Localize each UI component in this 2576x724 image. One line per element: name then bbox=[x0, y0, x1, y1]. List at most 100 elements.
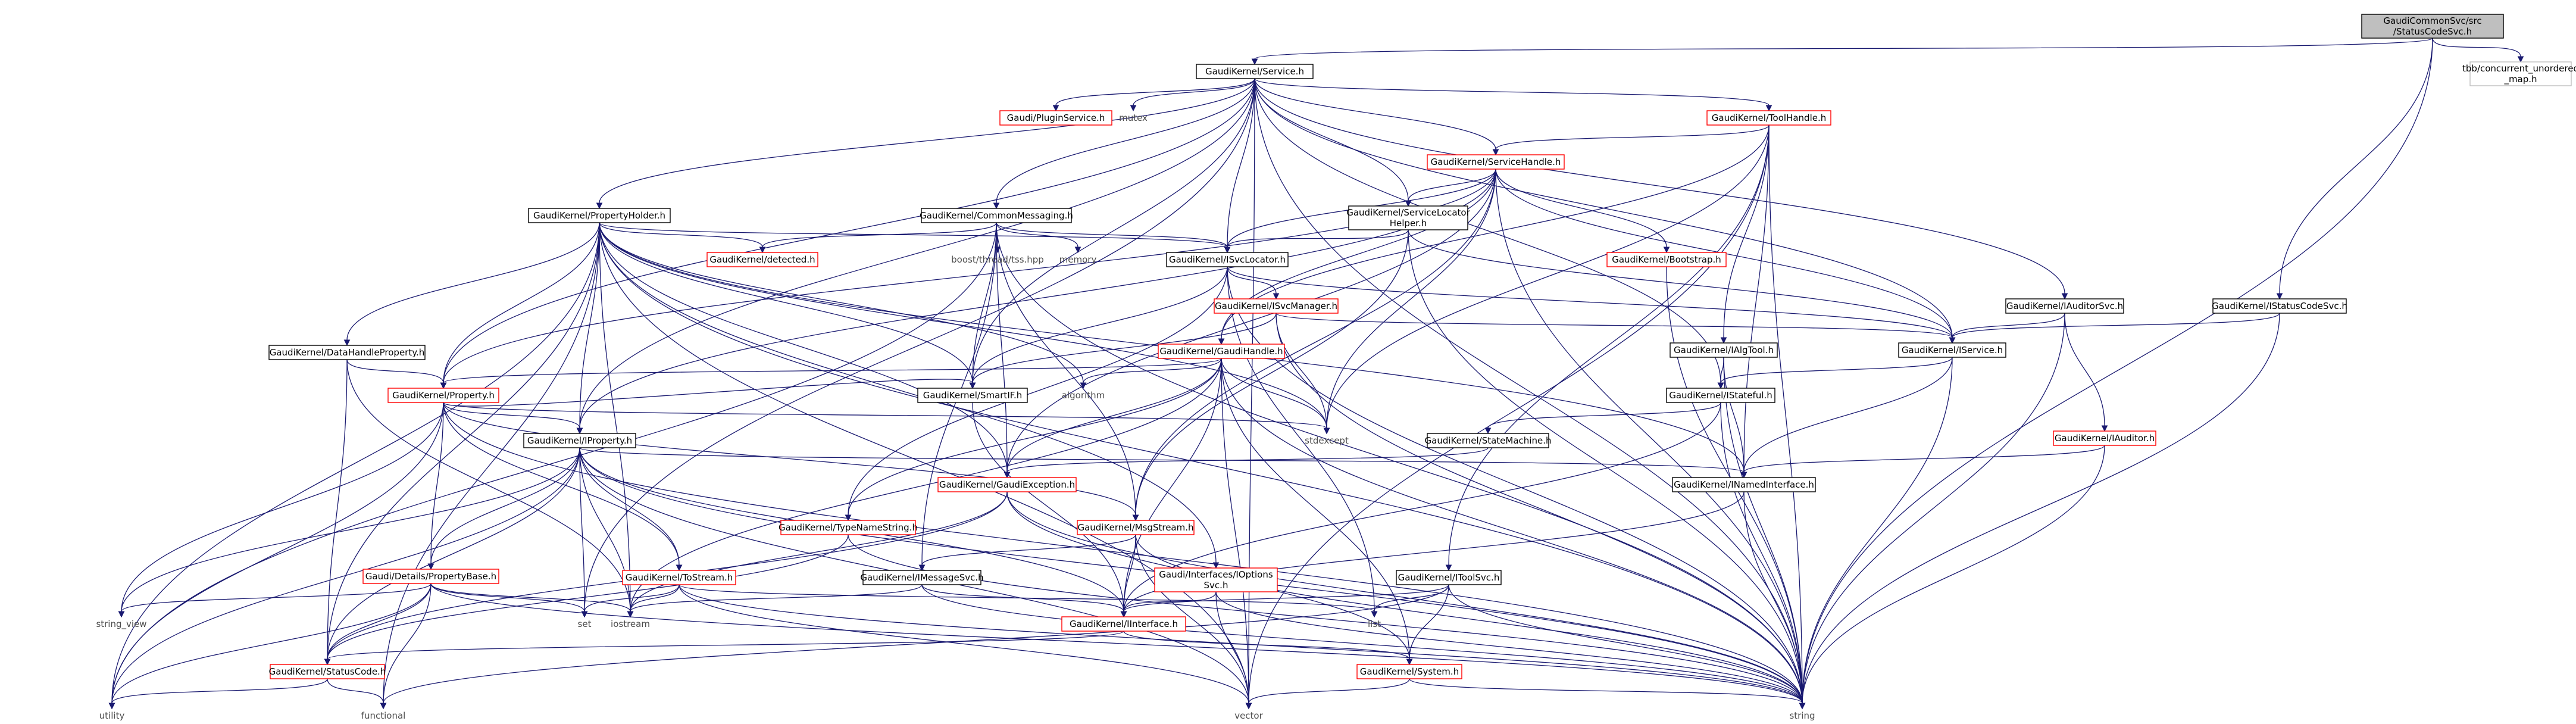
node-smartif[interactable]: GaudiKernel/SmartIF.h bbox=[917, 388, 1028, 403]
node-ialgtool[interactable]: GaudiKernel/IAlgTool.h bbox=[1670, 342, 1778, 358]
node-label-line: Gaudi/Interfaces/IOptions bbox=[1159, 569, 1273, 580]
edge-isvcmanager-to-iservice bbox=[1276, 313, 1956, 344]
edge-propertyholder-to-utility bbox=[108, 222, 600, 710]
node-istatuscodesvc[interactable]: GaudiKernel/IStatusCodeSvc.h bbox=[2212, 298, 2347, 314]
node-memory[interactable]: memory bbox=[1058, 252, 1098, 267]
node-box bbox=[1077, 520, 1195, 535]
node-label-line: boost/thread/tss.hpp bbox=[951, 254, 1044, 265]
node-statuscode[interactable]: GaudiKernel/StatusCode.h bbox=[269, 664, 386, 679]
node-toolhandle[interactable]: GaudiKernel/ToolHandle.h bbox=[1706, 110, 1831, 126]
node-string[interactable]: string bbox=[1783, 709, 1821, 723]
node-label-line: Helper.h bbox=[1390, 218, 1427, 229]
edge-iproperty-to-statuscode bbox=[324, 447, 580, 666]
node-label-line: GaudiKernel/ISvcManager.h bbox=[1215, 301, 1337, 311]
node-label-line: GaudiKernel/GaudiException.h bbox=[939, 479, 1075, 490]
node-box bbox=[937, 477, 1077, 492]
node-label-line: list bbox=[1368, 619, 1381, 629]
edge-toolhandle-to-stdexcept bbox=[1323, 124, 1770, 435]
node-box bbox=[1427, 433, 1549, 448]
edge-commonmessaging-to-msgstream bbox=[996, 222, 1139, 522]
node-box bbox=[268, 345, 426, 360]
node-root[interactable]: GaudiCommonSvc/src/StatusCodeSvc.h bbox=[2361, 14, 2504, 39]
node-typenamestring[interactable]: GaudiKernel/TypeNameString.h bbox=[779, 520, 918, 535]
node-stdexcept[interactable]: stdexcept bbox=[1301, 433, 1352, 448]
node-commonmessaging[interactable]: GaudiKernel/CommonMessaging.h bbox=[920, 208, 1073, 223]
node-tbb-map[interactable]: tbb/concurrent_unordered_map.h bbox=[2462, 61, 2576, 86]
node-iservice[interactable]: GaudiKernel/IService.h bbox=[1898, 342, 2006, 358]
node-label-line: GaudiKernel/Bootstrap.h bbox=[1612, 254, 1721, 265]
node-box bbox=[1670, 342, 1778, 358]
node-datahandleproperty[interactable]: GaudiKernel/DataHandleProperty.h bbox=[268, 345, 426, 360]
node-box bbox=[1166, 252, 1289, 267]
node-box bbox=[917, 388, 1028, 403]
node-box bbox=[999, 110, 1112, 126]
node-propertybase[interactable]: Gaudi/Details/PropertyBase.h bbox=[362, 569, 499, 584]
edge-property-to-utility bbox=[108, 402, 444, 710]
node-box bbox=[862, 570, 981, 585]
node-label-line: /StatusCodeSvc.h bbox=[2393, 26, 2472, 37]
node-gaudihandle[interactable]: GaudiKernel/GaudiHandle.h bbox=[1158, 344, 1285, 359]
node-iauditorsvc[interactable]: GaudiKernel/IAuditorSvc.h bbox=[2005, 298, 2124, 314]
node-iinterface[interactable]: GaudiKernel/IInterface.h bbox=[1061, 616, 1186, 632]
edge-isvcmanager-to-stdexcept bbox=[1276, 313, 1330, 435]
node-algorithm[interactable]: algorithm bbox=[1059, 388, 1107, 402]
node-msgstream[interactable]: GaudiKernel/MsgStream.h bbox=[1077, 520, 1195, 535]
edge-propertyholder-to-algorithm bbox=[599, 222, 1087, 389]
node-itoolsvc[interactable]: GaudiKernel/IToolSvc.h bbox=[1396, 570, 1502, 585]
edge-gaudihandle-to-string bbox=[1221, 358, 1806, 710]
node-label-line: GaudiKernel/TypeNameString.h bbox=[779, 522, 918, 533]
edge-propertyholder-to-detected bbox=[599, 222, 766, 254]
node-set[interactable]: set bbox=[571, 617, 598, 631]
node-label-line: utility bbox=[99, 710, 125, 721]
node-box bbox=[1672, 477, 1816, 492]
node-box bbox=[387, 388, 499, 403]
edge-commonmessaging-to-string bbox=[996, 222, 1806, 710]
node-label-line: GaudiKernel/IStateful.h bbox=[1669, 390, 1772, 401]
node-servicehandle[interactable]: GaudiKernel/ServiceHandle.h bbox=[1427, 154, 1565, 170]
edge-iproperty-to-propertybase bbox=[427, 447, 580, 570]
node-label-line: mutex bbox=[1119, 113, 1148, 123]
node-mutex[interactable]: mutex bbox=[1117, 111, 1150, 125]
node-imessagesvc[interactable]: GaudiKernel/IMessageSvc.h bbox=[860, 570, 984, 585]
node-inamedinterface[interactable]: GaudiKernel/INamedInterface.h bbox=[1672, 477, 1816, 492]
node-label-line: GaudiKernel/IToolSvc.h bbox=[1398, 572, 1500, 583]
node-tostream[interactable]: GaudiKernel/ToStream.h bbox=[622, 570, 736, 585]
node-iproperty[interactable]: GaudiKernel/IProperty.h bbox=[523, 433, 636, 448]
node-label-line: GaudiKernel/ISvcLocator.h bbox=[1169, 254, 1286, 265]
node-gaudiexception[interactable]: GaudiKernel/GaudiException.h bbox=[937, 477, 1077, 492]
node-statemachine[interactable]: GaudiKernel/StateMachine.h bbox=[1425, 433, 1552, 448]
node-bootstrap[interactable]: GaudiKernel/Bootstrap.h bbox=[1606, 252, 1727, 267]
node-boostthread[interactable]: boost/thread/tss.hpp bbox=[943, 252, 1052, 267]
node-box bbox=[1356, 664, 1462, 679]
node-label-line: GaudiKernel/INamedInterface.h bbox=[1674, 479, 1814, 490]
node-string-view[interactable]: string_view bbox=[94, 617, 149, 631]
node-iauditor[interactable]: GaudiKernel/IAuditor.h bbox=[2053, 430, 2156, 446]
edge-property-to-stdexcept bbox=[443, 402, 1330, 435]
node-utility[interactable]: utility bbox=[90, 709, 133, 723]
node-box bbox=[1348, 205, 1468, 230]
node-property[interactable]: GaudiKernel/Property.h bbox=[387, 388, 499, 403]
node-detected[interactable]: GaudiKernel/detected.h bbox=[706, 252, 818, 267]
node-istateful[interactable]: GaudiKernel/IStateful.h bbox=[1666, 388, 1775, 403]
edge-gaudihandle-to-typenamestring bbox=[845, 358, 1222, 522]
edge-msgstream-to-string bbox=[1135, 534, 1806, 710]
node-propertyholder[interactable]: GaudiKernel/PropertyHolder.h bbox=[528, 208, 671, 223]
node-service[interactable]: GaudiKernel/Service.h bbox=[1196, 64, 1314, 79]
node-isvclocator[interactable]: GaudiKernel/ISvcLocator.h bbox=[1166, 252, 1289, 267]
edge-propertyholder-to-vector bbox=[599, 222, 1252, 710]
edge-imessagesvc-to-string bbox=[921, 584, 1806, 710]
node-functional[interactable]: functional bbox=[357, 709, 409, 723]
node-iostream[interactable]: iostream bbox=[608, 617, 652, 631]
node-isvcmanager[interactable]: GaudiKernel/ISvcManager.h bbox=[1214, 298, 1339, 314]
node-pluginservice[interactable]: Gaudi/PluginService.h bbox=[999, 110, 1112, 126]
node-vector[interactable]: vector bbox=[1228, 709, 1269, 723]
node-box bbox=[921, 208, 1072, 223]
node-system[interactable]: GaudiKernel/System.h bbox=[1356, 664, 1462, 679]
node-label-line: GaudiKernel/IAuditorSvc.h bbox=[2006, 301, 2123, 311]
edge-smartif-to-iinterface bbox=[972, 402, 1127, 618]
node-list[interactable]: list bbox=[1359, 617, 1389, 631]
edge-gaudihandle-to-property bbox=[440, 358, 1222, 389]
